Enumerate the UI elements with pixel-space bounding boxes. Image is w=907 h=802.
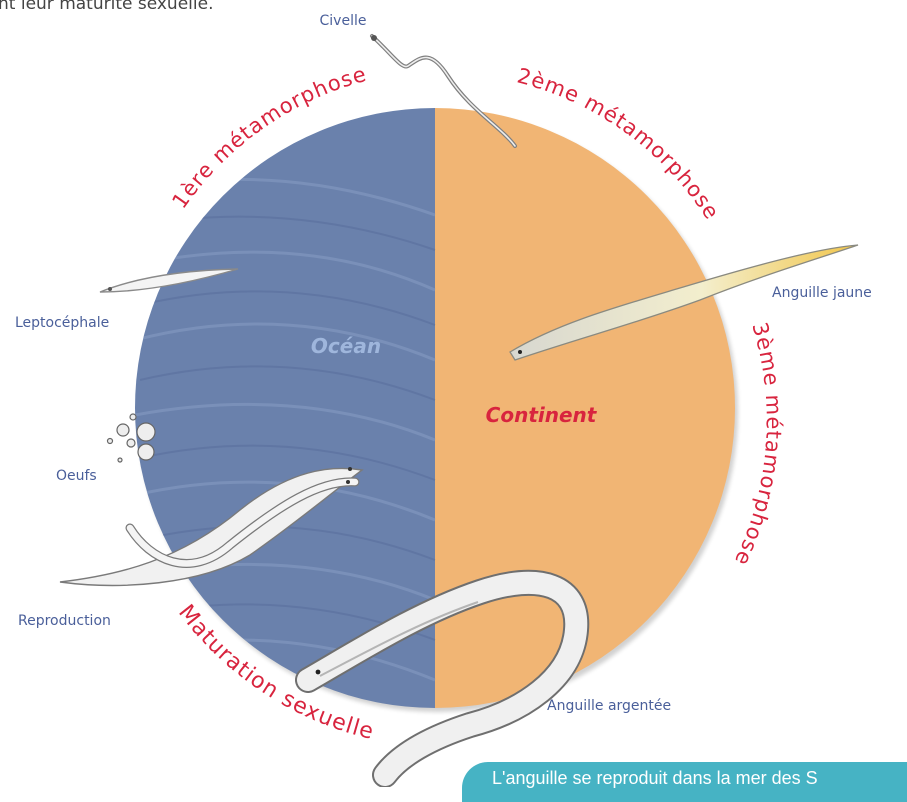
ocean-label: Océan	[311, 334, 381, 358]
continent-label: Continent	[486, 403, 598, 427]
stage-label-civelle: Civelle	[320, 13, 367, 29]
stage-label-leptocephale: Leptocéphale	[15, 315, 109, 331]
stage-label-oeufs: Oeufs	[56, 468, 97, 484]
header-text: nt leur maturité sexuelle.	[0, 0, 213, 14]
phase-label-3-text: 3ème métamorphose	[730, 320, 786, 570]
stage-label-anguille-jaune: Anguille jaune	[772, 285, 872, 301]
globe	[130, 100, 745, 720]
stage-label-anguille-argentee: Anguille argentée	[547, 698, 671, 714]
stage-label-reproduction: Reproduction	[18, 613, 111, 629]
phase-label-3: 3ème métamorphose	[730, 320, 786, 570]
info-tab[interactable]: L'anguille se reproduit dans la mer des …	[462, 762, 907, 802]
